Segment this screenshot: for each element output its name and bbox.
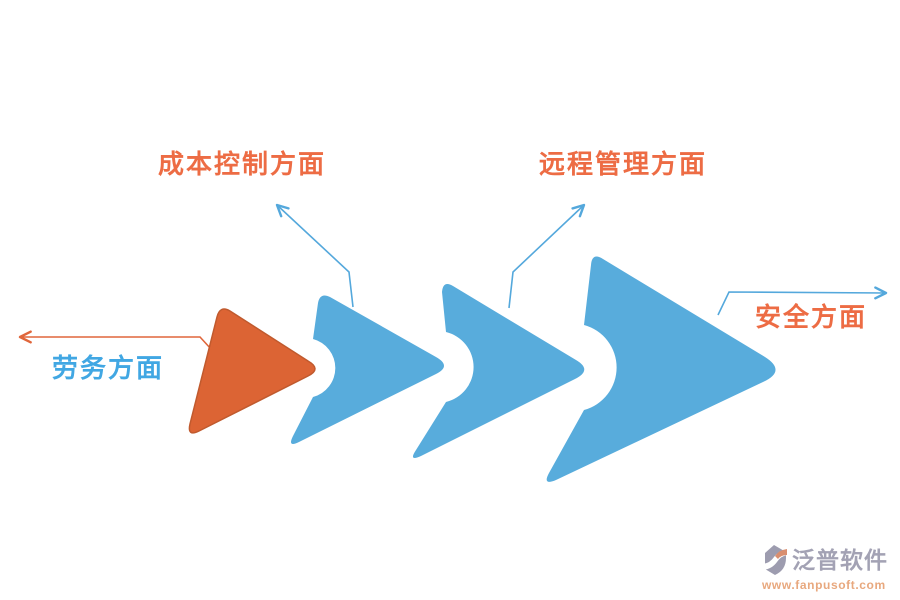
- label-safety: 安全方面: [755, 302, 868, 332]
- shape-labor-triangle: [188, 308, 316, 434]
- shape-remote-management-chevron: [412, 284, 585, 458]
- label-remote-management: 远程管理方面: [539, 149, 708, 179]
- label-labor: 劳务方面: [52, 353, 165, 383]
- brand-name: 泛普软件: [792, 546, 888, 573]
- shape-cost-control-chevron: [291, 295, 444, 444]
- fanpu-logo-icon: [763, 545, 787, 575]
- connector-cost-control: [275, 203, 354, 308]
- label-cost-control: 成本控制方面: [158, 149, 327, 179]
- brand-website: www.fanpusoft.com: [762, 578, 886, 592]
- footer-brand: 泛普软件 www.fanpusoft.com: [762, 544, 888, 592]
- connector-safety: [717, 286, 888, 316]
- shape-safety-chevron: [546, 256, 776, 482]
- connector-labor: [18, 330, 212, 350]
- connector-remote-management: [508, 203, 586, 309]
